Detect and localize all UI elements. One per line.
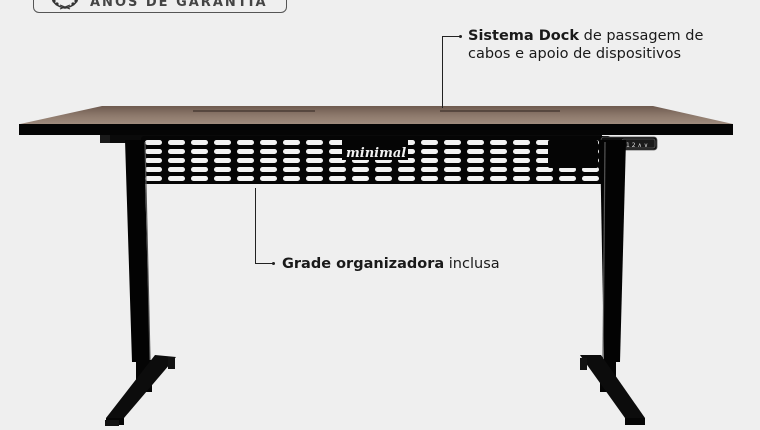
dock-annotation-line2: cabos e apoio de dispositivos: [468, 46, 681, 62]
dock-leader-vertical: [442, 36, 444, 108]
dock-annotation-rest: de passagem de: [579, 28, 704, 44]
grade-leader-horizontal: [255, 263, 273, 265]
right-leg: [580, 140, 645, 425]
dock-annotation: Sistema Dock de passagem de cabos e apoi…: [468, 27, 728, 63]
grade-annotation-bold: Grade organizadora: [282, 256, 445, 272]
warranty-badge: ANOS DE GARANTIA: [33, 0, 287, 13]
grade-leader-dot: [272, 262, 275, 265]
dock-leader-horizontal: [442, 36, 460, 38]
warranty-badge-text: ANOS DE GARANTIA: [90, 0, 268, 10]
grade-annotation: Grade organizadora inclusa: [282, 255, 500, 273]
brand-logo: minimal: [346, 146, 406, 161]
dock-leader-dot: [459, 35, 462, 38]
left-leg: [105, 140, 176, 426]
grade-leader-vertical: [255, 188, 257, 264]
grade-annotation-rest: inclusa: [444, 256, 500, 272]
dock-annotation-bold: Sistema Dock: [468, 28, 579, 44]
organizer-grid: [141, 136, 611, 184]
laurel-icon: [51, 0, 79, 10]
desktop-surface: [19, 106, 733, 135]
svg-text:1 2 ∧ ∨: 1 2 ∧ ∨: [626, 142, 648, 149]
